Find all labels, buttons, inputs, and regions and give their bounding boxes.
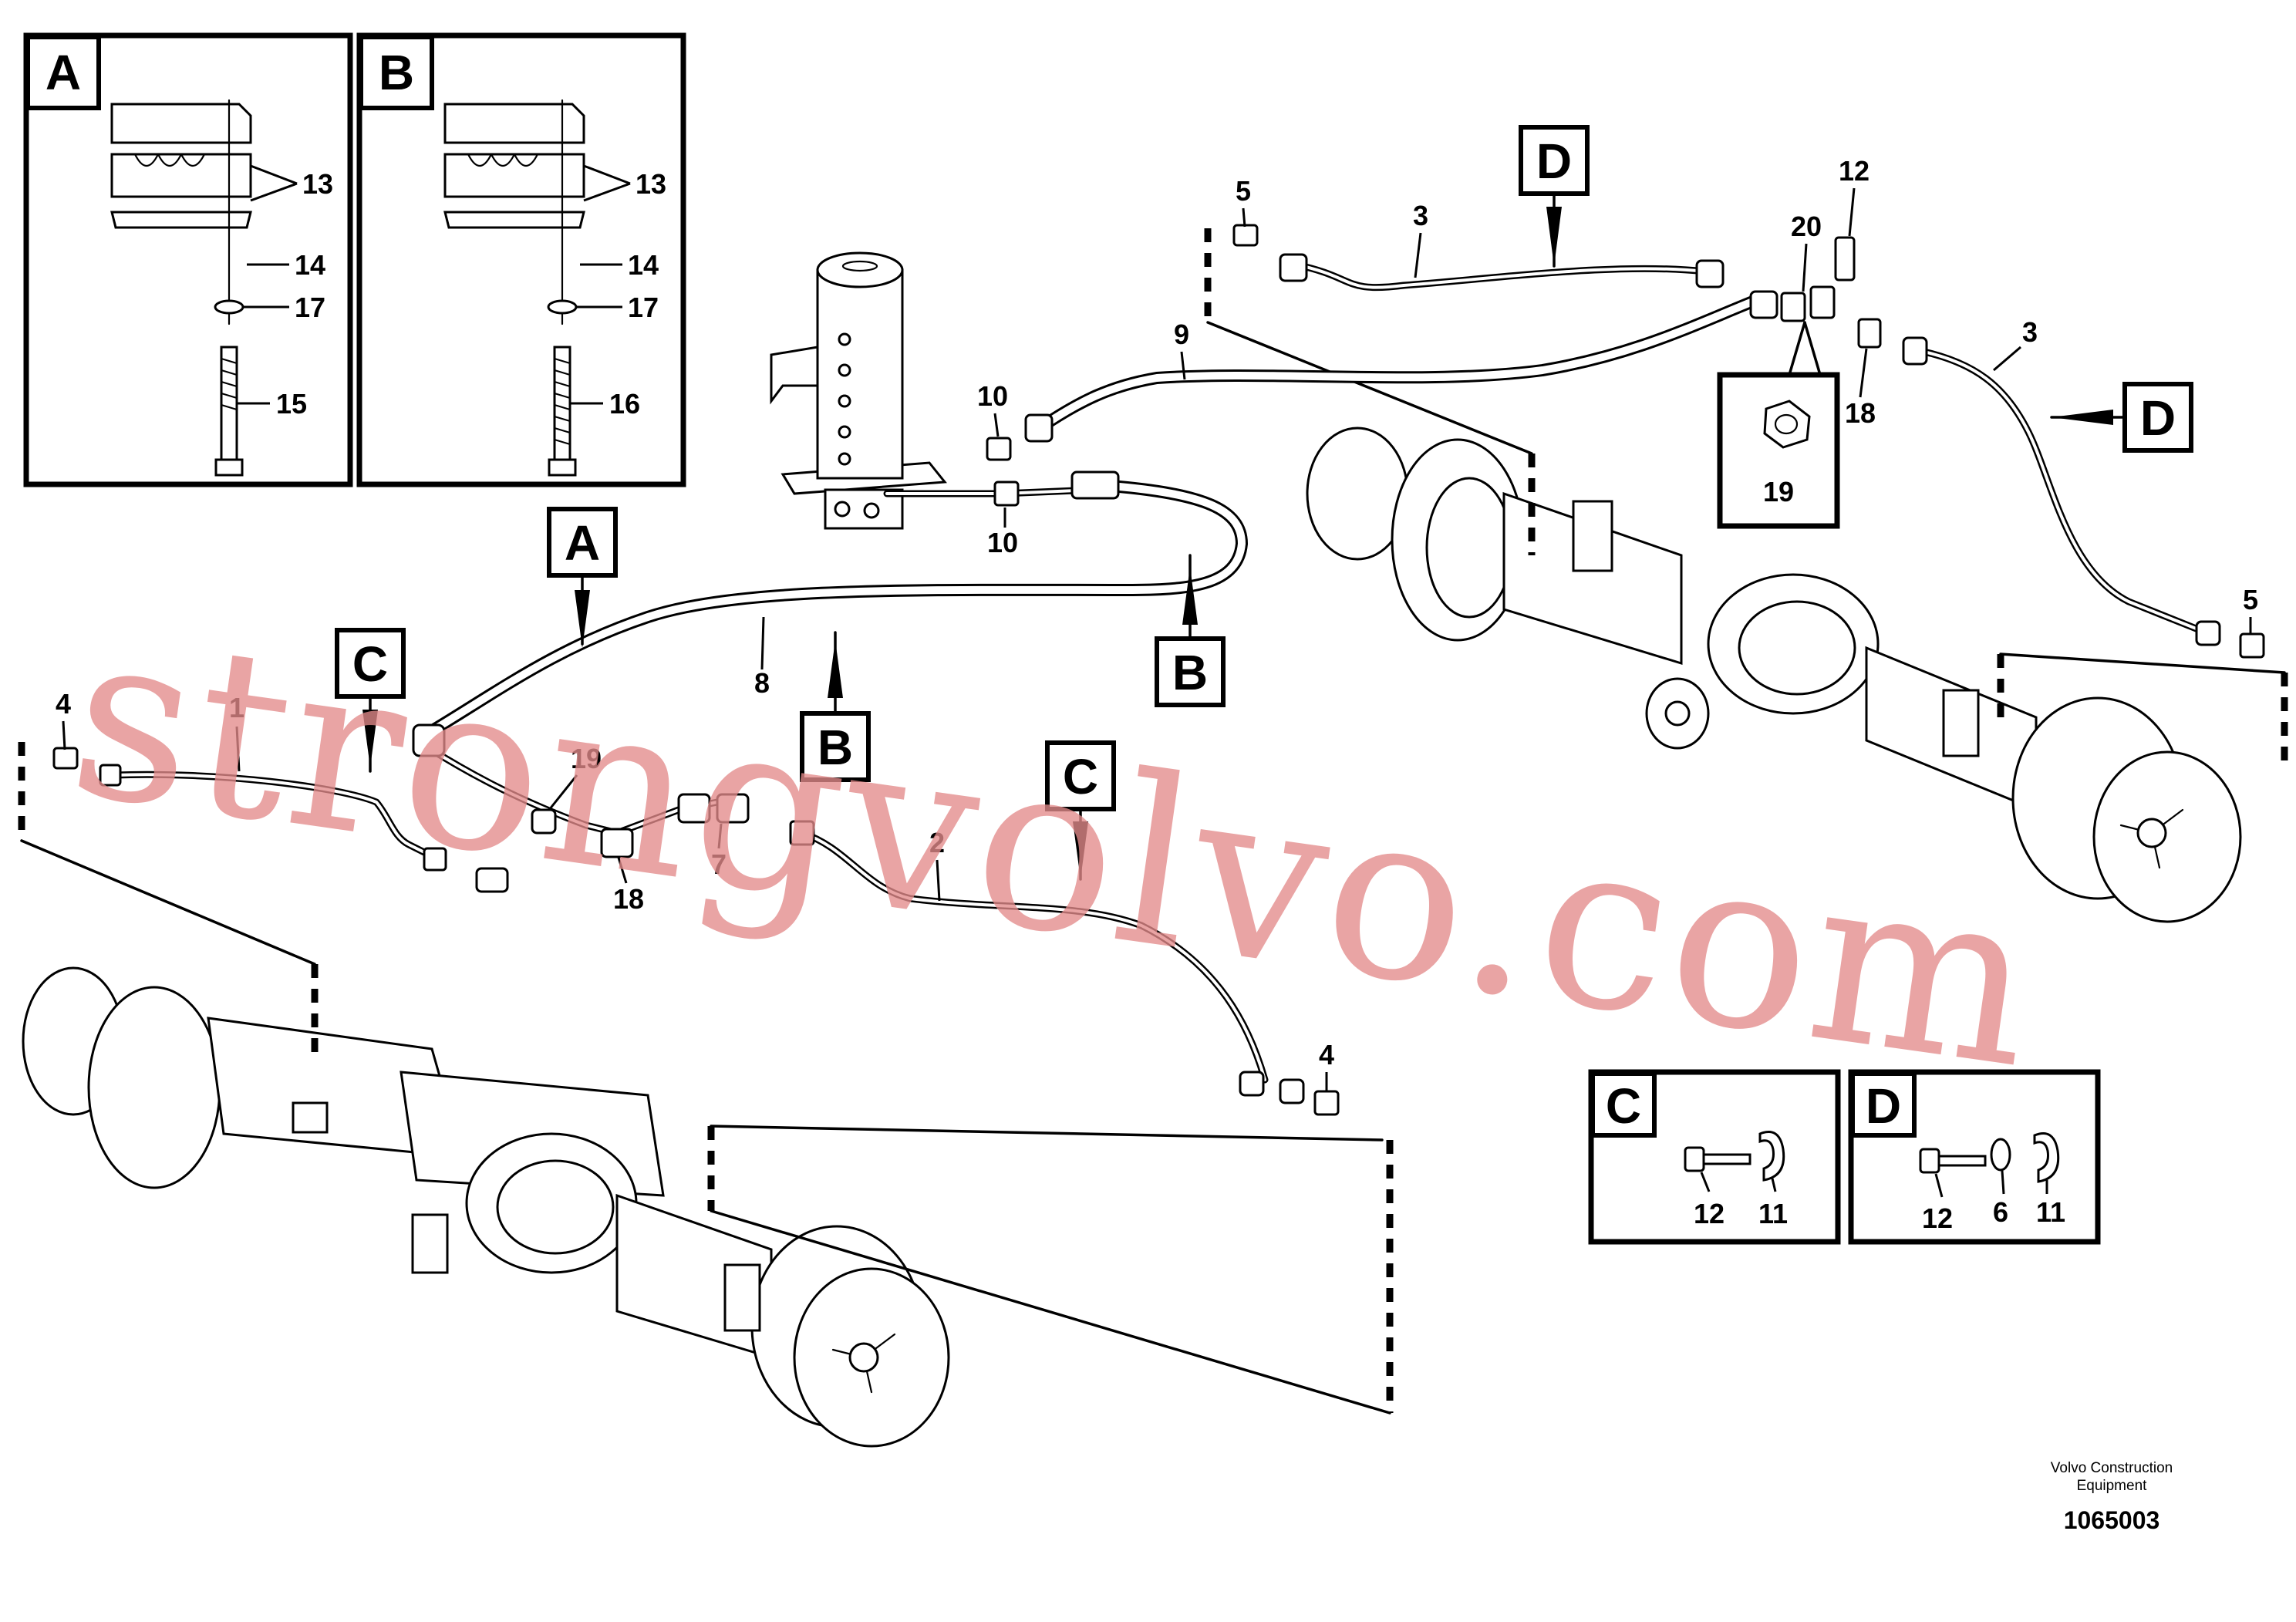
company-name-line2: Equipment [2077, 1478, 2148, 1494]
detail-box-b-letter: B [379, 45, 414, 100]
fitting-4-icon [1313, 1090, 1340, 1116]
callout-10: 10 [977, 380, 1008, 412]
fitting-18-icon [1857, 318, 1882, 349]
fitting-5-icon [1232, 224, 1259, 247]
section-marker-d-2: D [2050, 382, 2193, 453]
section-marker-c-2: C [1045, 740, 1116, 881]
part-callouts: 1 2 3 3 4 4 5 5 7 8 9 10 10 12 18 18 19 … [56, 155, 2258, 1091]
callout-11: 11 [1758, 1198, 1788, 1229]
section-marker-b-2: B [800, 631, 871, 782]
document-number: 1065003 [2064, 1506, 2160, 1534]
svg-text:D: D [2140, 390, 2176, 446]
callout-13: 13 [636, 168, 666, 200]
brake-lines [110, 261, 2210, 1084]
footer: Volvo Construction Equipment 1065003 [2051, 1460, 2173, 1534]
swivel-joint-icon [770, 251, 947, 530]
callout-15: 15 [276, 388, 307, 420]
fitting-19-icon [531, 808, 557, 835]
front-axle-icon [22, 966, 950, 1448]
bolt-washer-clip-icon [1919, 1132, 2060, 1183]
fittings [52, 224, 2265, 1116]
bracket-20-icon [1809, 285, 1836, 319]
svg-text:C: C [1063, 749, 1098, 804]
callout-9: 9 [1174, 319, 1189, 350]
callout-14: 14 [295, 249, 325, 281]
callout-4-right: 4 [1319, 1039, 1334, 1071]
elbow-7-icon [716, 793, 750, 824]
detail-box-b: B 13 14 17 16 [356, 32, 686, 487]
section-marker-d: D [1519, 125, 1590, 268]
section-marker-a: A [547, 507, 618, 648]
callout-13: 13 [302, 168, 333, 200]
tee-18-icon [600, 828, 634, 858]
svg-text:B: B [1172, 645, 1208, 700]
detail-box-c-letter: C [1606, 1078, 1641, 1134]
rear-axle-icon [1306, 427, 2242, 923]
nut-detail-inset: 19 [1717, 321, 1840, 529]
callout-5: 5 [1236, 175, 1251, 207]
clamp-part-icon [110, 99, 252, 477]
callout-2: 2 [929, 827, 945, 858]
callout-5-right: 5 [2243, 584, 2258, 615]
bolt-12-icon [1834, 236, 1856, 282]
callout-7: 7 [711, 848, 727, 880]
svg-text:B: B [818, 720, 853, 775]
callout-18: 18 [613, 883, 644, 915]
callout-12: 12 [1922, 1202, 1953, 1234]
detail-box-a: A 13 14 17 15 [23, 32, 353, 487]
callout-8: 8 [754, 667, 770, 699]
svg-text:C: C [352, 636, 388, 692]
callout-1: 1 [229, 692, 244, 723]
callout-4: 4 [56, 688, 71, 720]
detail-box-a-letter: A [46, 45, 81, 100]
nut-19-icon [1763, 400, 1811, 449]
callout-19: 19 [1763, 476, 1794, 508]
callout-19: 19 [571, 743, 602, 774]
callout-17: 17 [295, 292, 325, 323]
callout-3-right: 3 [2022, 316, 2038, 348]
callout-10-lower: 10 [987, 527, 1018, 558]
fitting-10-icon [986, 437, 1012, 461]
detail-box-d-letter: D [1866, 1078, 1901, 1134]
callout-14: 14 [628, 249, 659, 281]
callout-16: 16 [609, 388, 640, 420]
detail-box-c: C 12 11 [1588, 1069, 1841, 1245]
callout-12: 12 [1839, 155, 1870, 187]
callout-20: 20 [1791, 211, 1822, 242]
connection-reference-lines [18, 228, 2288, 1415]
svg-text:A: A [565, 515, 600, 571]
section-marker-b: B [1155, 554, 1226, 707]
callout-3: 3 [1413, 200, 1428, 231]
callout-12: 12 [1694, 1198, 1725, 1229]
callout-17: 17 [628, 292, 659, 323]
clamp-part-icon [443, 99, 585, 477]
company-name-line1: Volvo Construction [2051, 1460, 2173, 1476]
callout-11: 11 [2036, 1196, 2065, 1228]
svg-text:D: D [1536, 133, 1572, 189]
detail-box-d: D 12 6 11 [1848, 1069, 2101, 1245]
bolt-clip-icon [1684, 1131, 1785, 1182]
callout-6: 6 [1993, 1196, 2008, 1228]
section-marker-c: C [335, 628, 406, 773]
callout-18-right: 18 [1845, 397, 1876, 429]
